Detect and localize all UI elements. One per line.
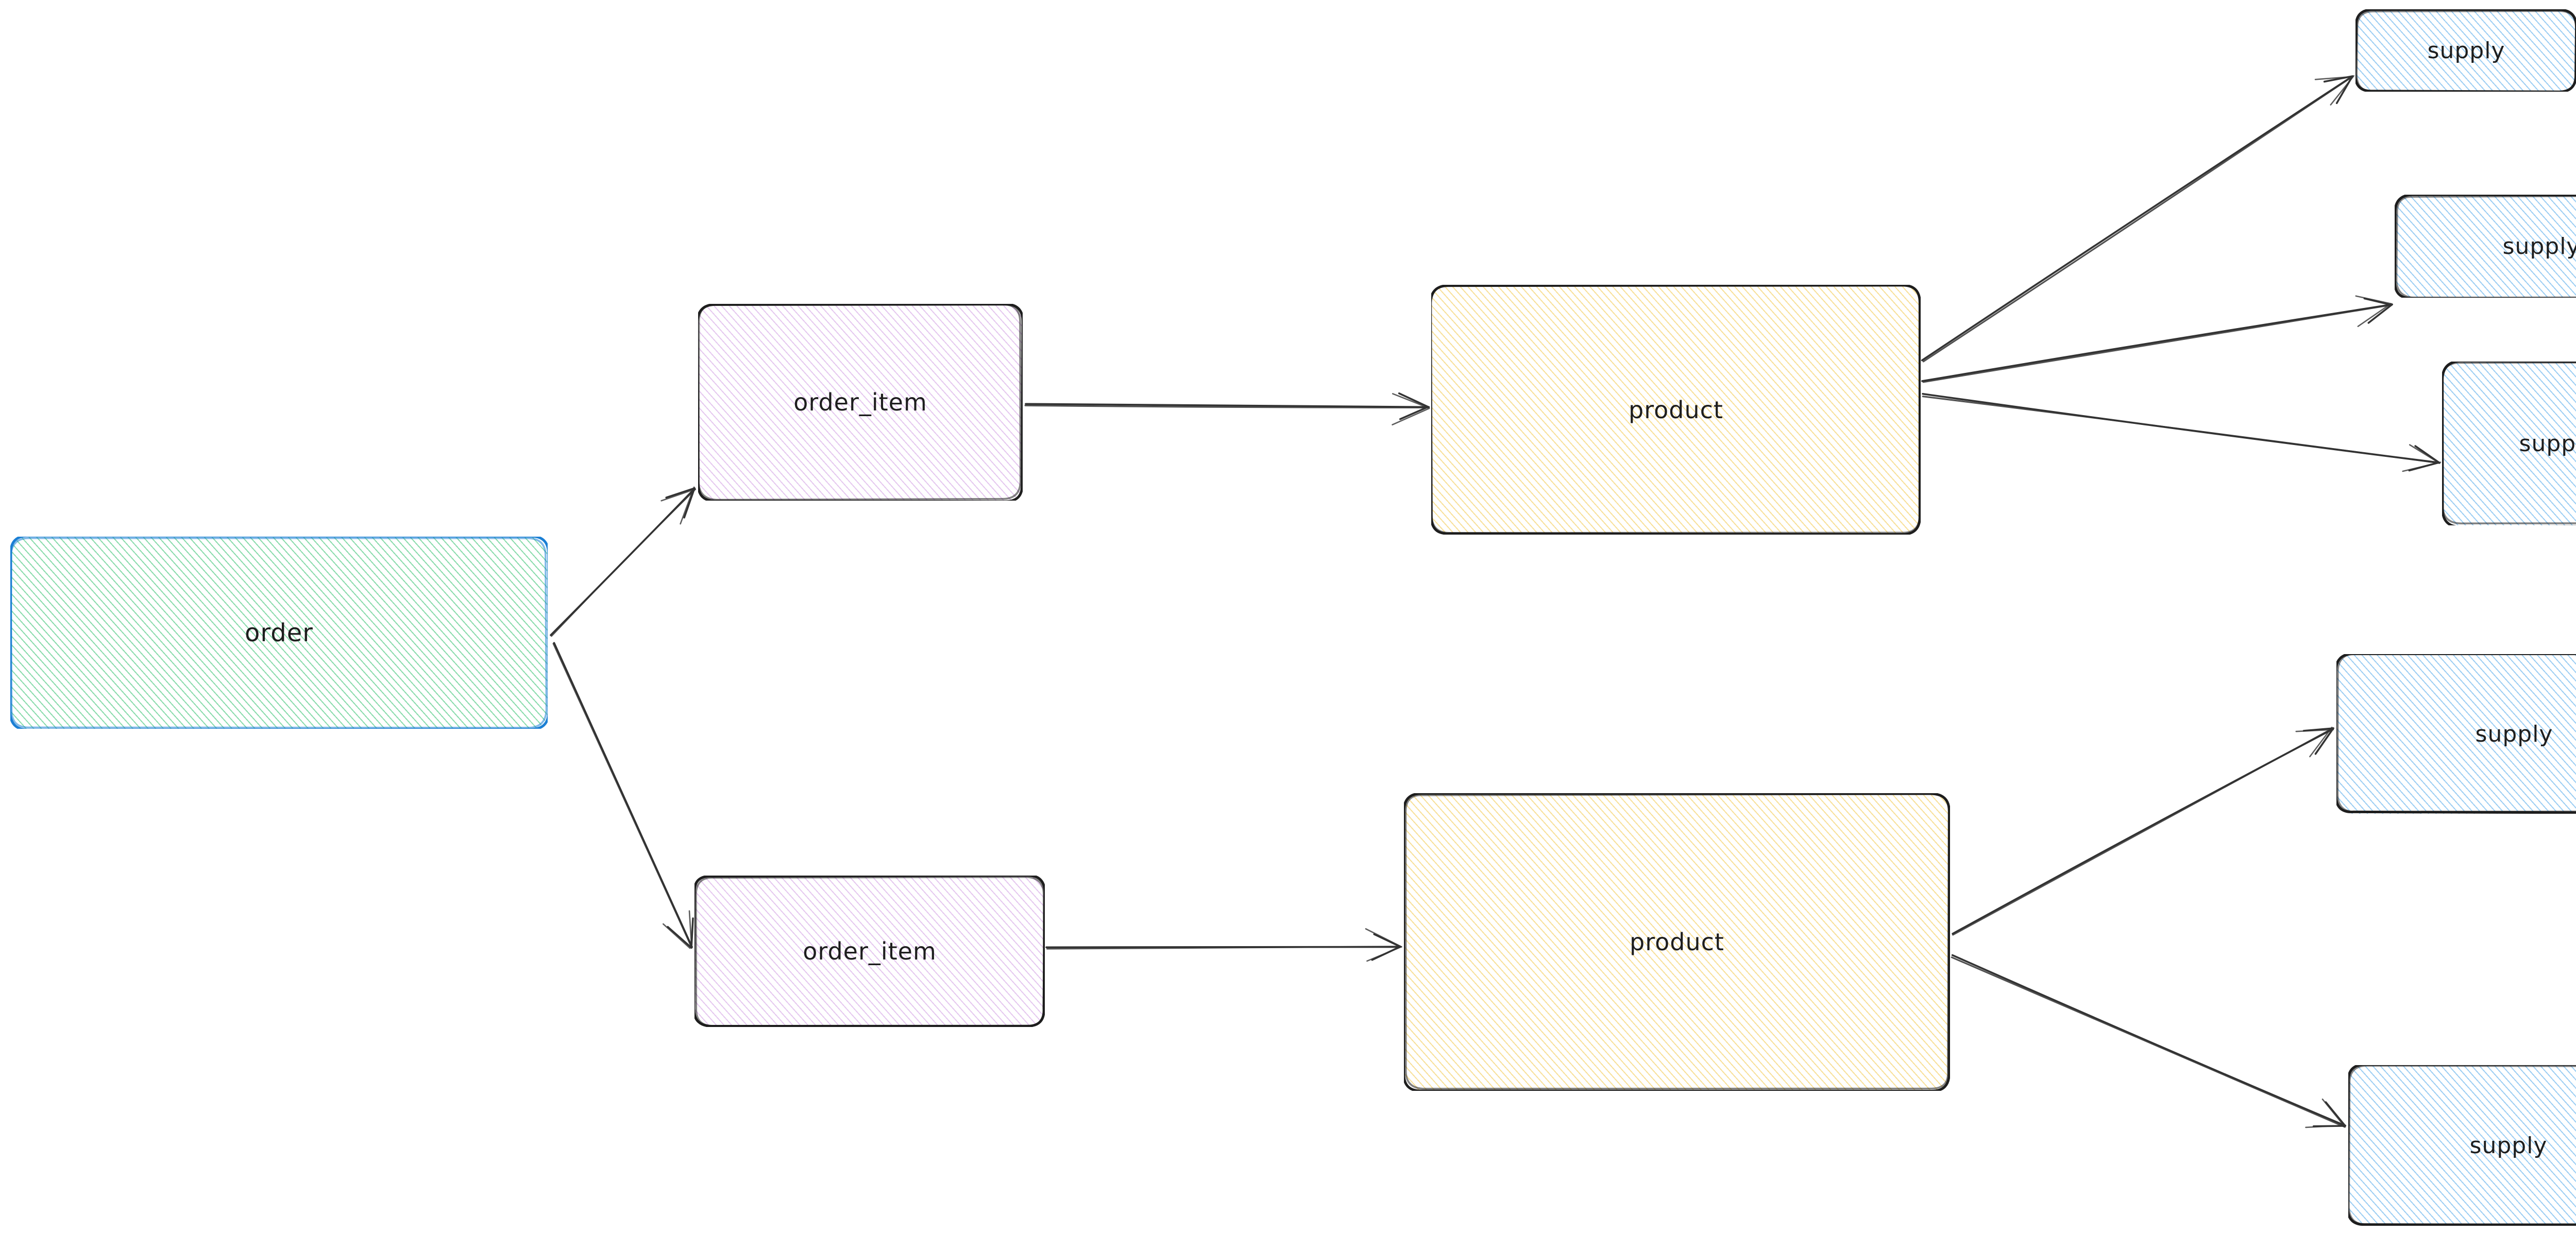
node-order-item-1[interactable]: order_item bbox=[698, 304, 1023, 501]
node-label: product bbox=[1629, 396, 1723, 424]
node-label: supply bbox=[2503, 233, 2576, 260]
node-label: supply bbox=[2470, 1133, 2548, 1159]
node-supply-2[interactable]: supply bbox=[2395, 195, 2576, 298]
node-label: order bbox=[245, 619, 313, 647]
node-product-1[interactable]: product bbox=[1431, 285, 1921, 535]
node-label: supply bbox=[2476, 721, 2553, 747]
node-supply-3[interactable]: supply bbox=[2442, 362, 2576, 525]
node-label: order_item bbox=[803, 937, 937, 965]
node-order[interactable]: order bbox=[10, 537, 548, 729]
node-label: supply bbox=[2519, 431, 2576, 457]
node-supply-5[interactable]: supply bbox=[2348, 1065, 2576, 1226]
node-label: order_item bbox=[793, 388, 927, 416]
node-product-2[interactable]: product bbox=[1404, 793, 1950, 1091]
node-label: product bbox=[1630, 928, 1724, 956]
node-supply-1[interactable]: supply bbox=[2355, 9, 2576, 92]
node-supply-4[interactable]: supply bbox=[2336, 654, 2576, 814]
node-label: supply bbox=[2428, 38, 2505, 64]
node-order-item-2[interactable]: order_item bbox=[694, 876, 1045, 1027]
